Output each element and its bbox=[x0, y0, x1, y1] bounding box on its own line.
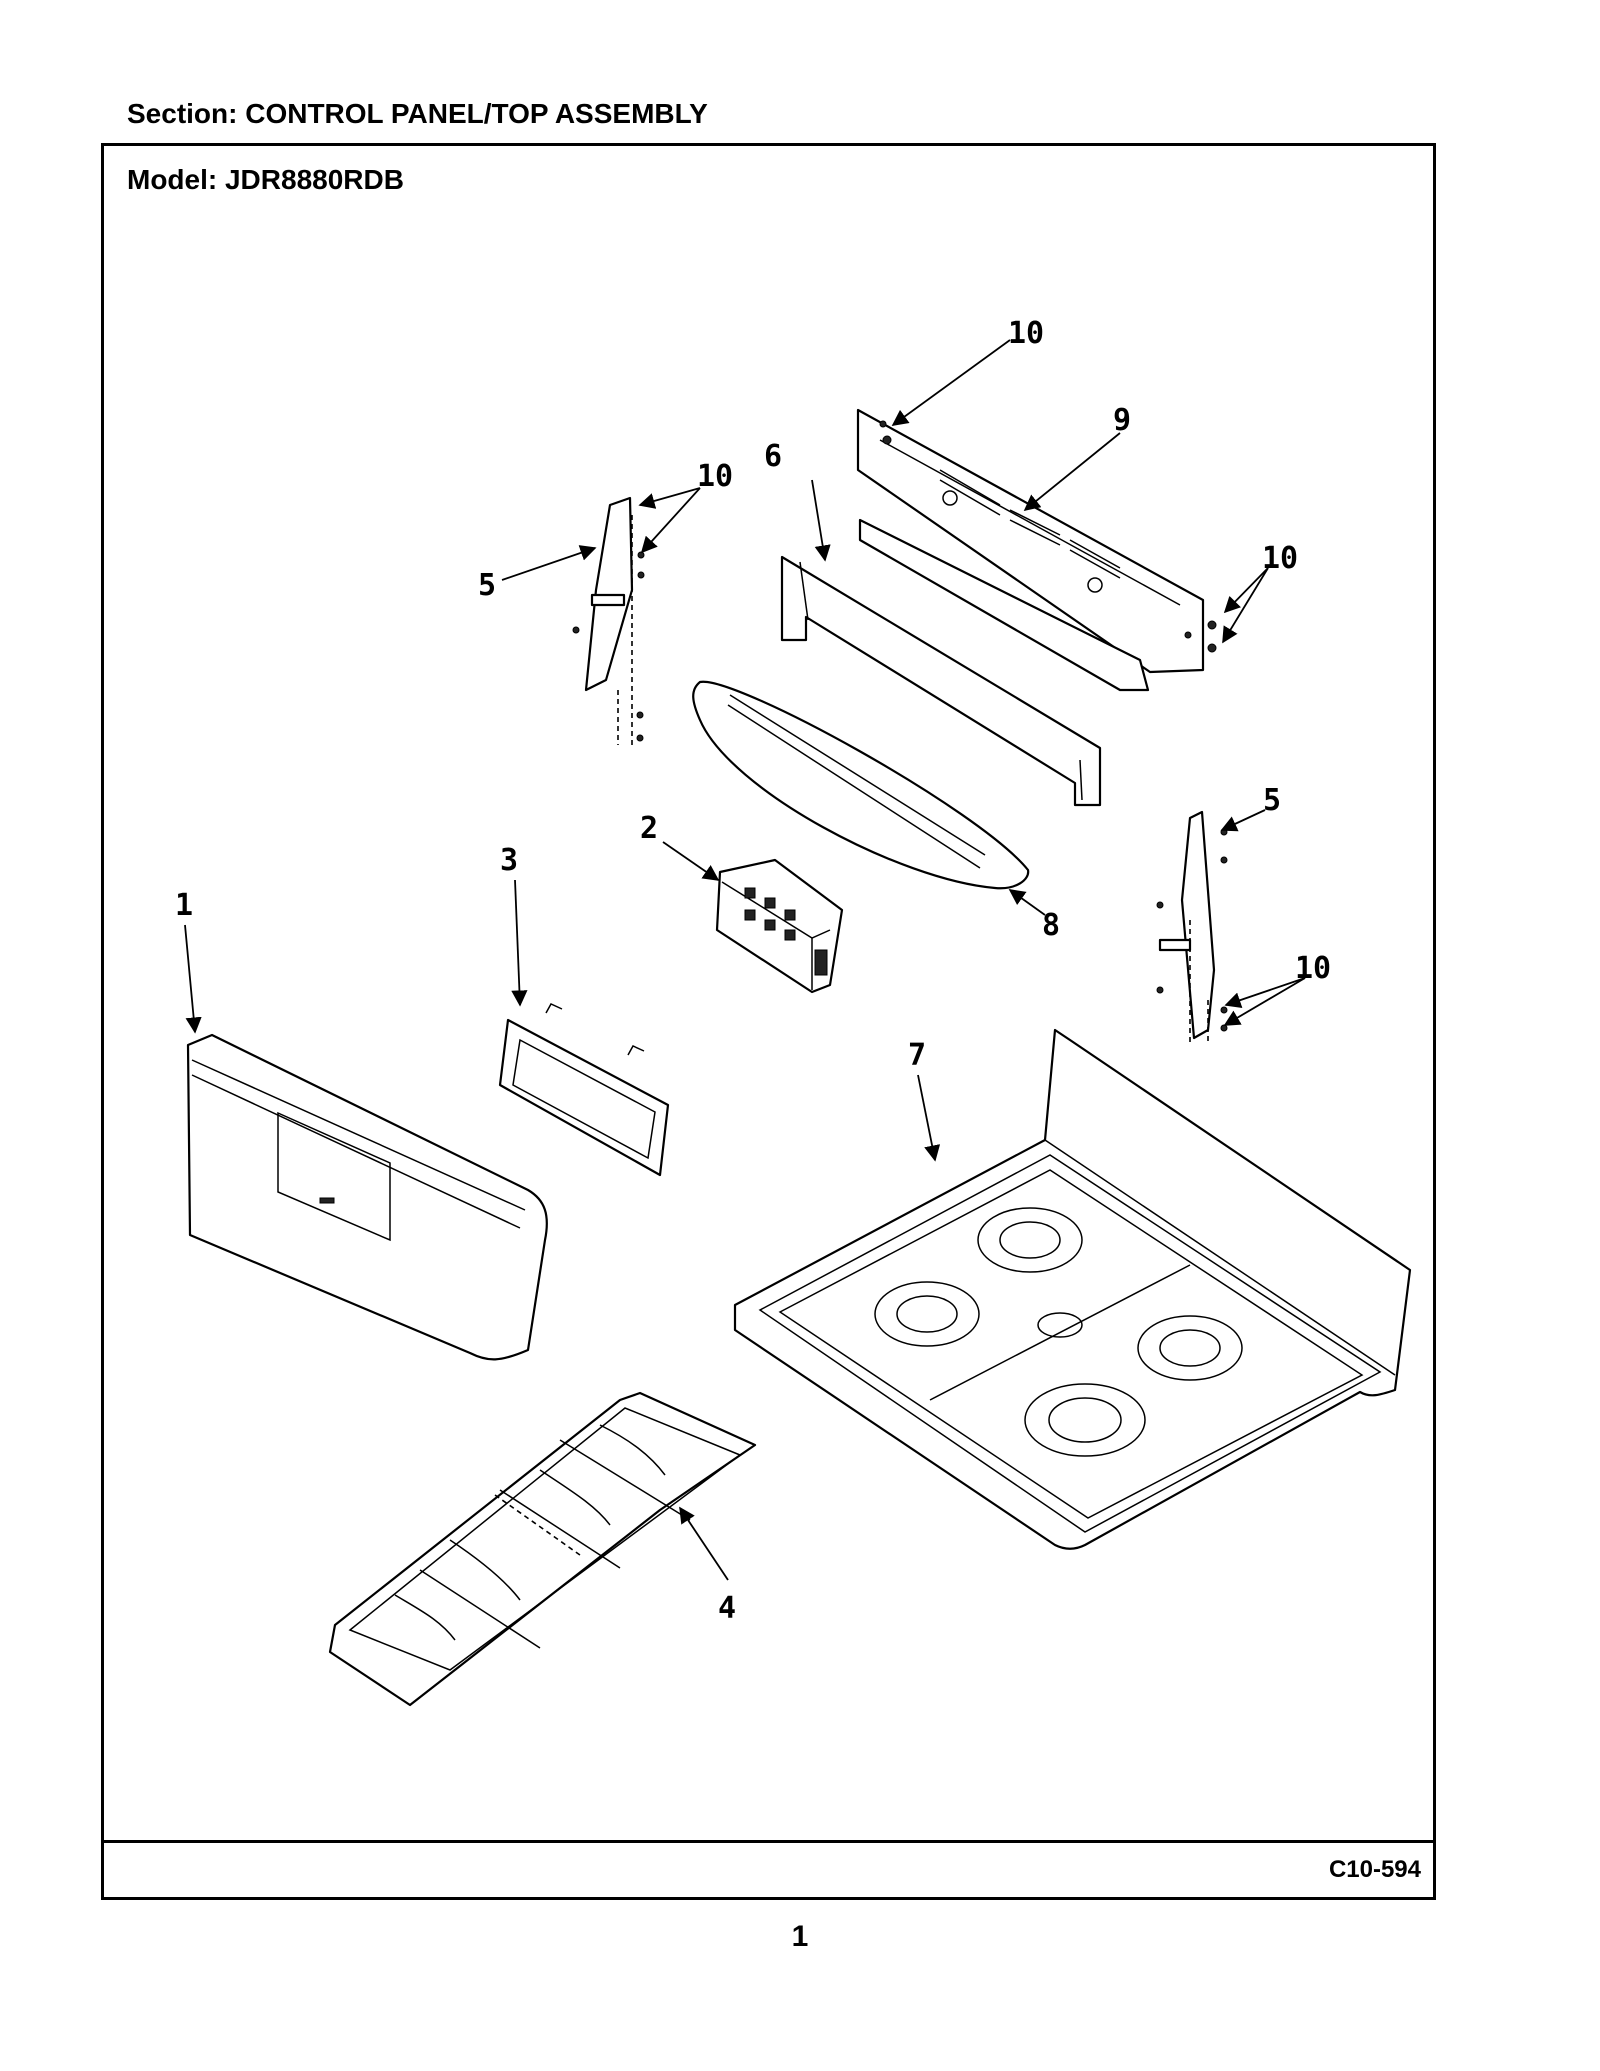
footer-divider bbox=[104, 1840, 1433, 1843]
section-title: Section: CONTROL PANEL/TOP ASSEMBLY bbox=[127, 98, 708, 129]
model-label: Model: JDR8880RDB bbox=[127, 164, 404, 195]
part-1-control-panel-front bbox=[186, 1033, 548, 1361]
page-number: 1 bbox=[791, 1920, 809, 1953]
screw-markers bbox=[882, 435, 1217, 653]
callout-5-left: 5 bbox=[478, 568, 496, 603]
callout-9: 9 bbox=[1113, 403, 1131, 438]
part-5-left-side-trim bbox=[572, 496, 645, 745]
part-3-display-window bbox=[498, 1003, 670, 1177]
callout-6: 6 bbox=[764, 439, 782, 474]
callout-7: 7 bbox=[908, 1038, 926, 1073]
callout-1: 1 bbox=[175, 888, 193, 923]
part-2-electronic-control bbox=[715, 858, 844, 994]
drawing-code: C10-594 bbox=[1328, 1856, 1421, 1883]
callout-10-top: 10 bbox=[1008, 316, 1044, 351]
part-6-panel-backing bbox=[780, 555, 1102, 807]
callout-5-right: 5 bbox=[1263, 783, 1281, 818]
diagram-frame: Model: JDR8880RDB C10-594 bbox=[101, 143, 1436, 1900]
part-8-panel-trim bbox=[692, 680, 1030, 890]
callout-labels: 10 9 6 10 5 10 5 10 8 2 3 1 7 4 bbox=[175, 316, 1331, 1626]
callout-3: 3 bbox=[500, 843, 518, 878]
callout-10-left: 10 bbox=[697, 459, 733, 494]
callout-10-right-upper: 10 bbox=[1262, 541, 1298, 576]
part-5-right-side-trim bbox=[1156, 810, 1228, 1045]
part-9-rear-bracket bbox=[856, 408, 1205, 692]
callout-2: 2 bbox=[640, 811, 658, 846]
callout-4: 4 bbox=[718, 1591, 736, 1626]
leader-lines bbox=[184, 339, 1306, 1581]
callout-8: 8 bbox=[1042, 908, 1060, 943]
callout-10-right-lower: 10 bbox=[1295, 951, 1331, 986]
part-7-cooktop bbox=[733, 1028, 1412, 1550]
part-4-grates bbox=[328, 1391, 757, 1707]
